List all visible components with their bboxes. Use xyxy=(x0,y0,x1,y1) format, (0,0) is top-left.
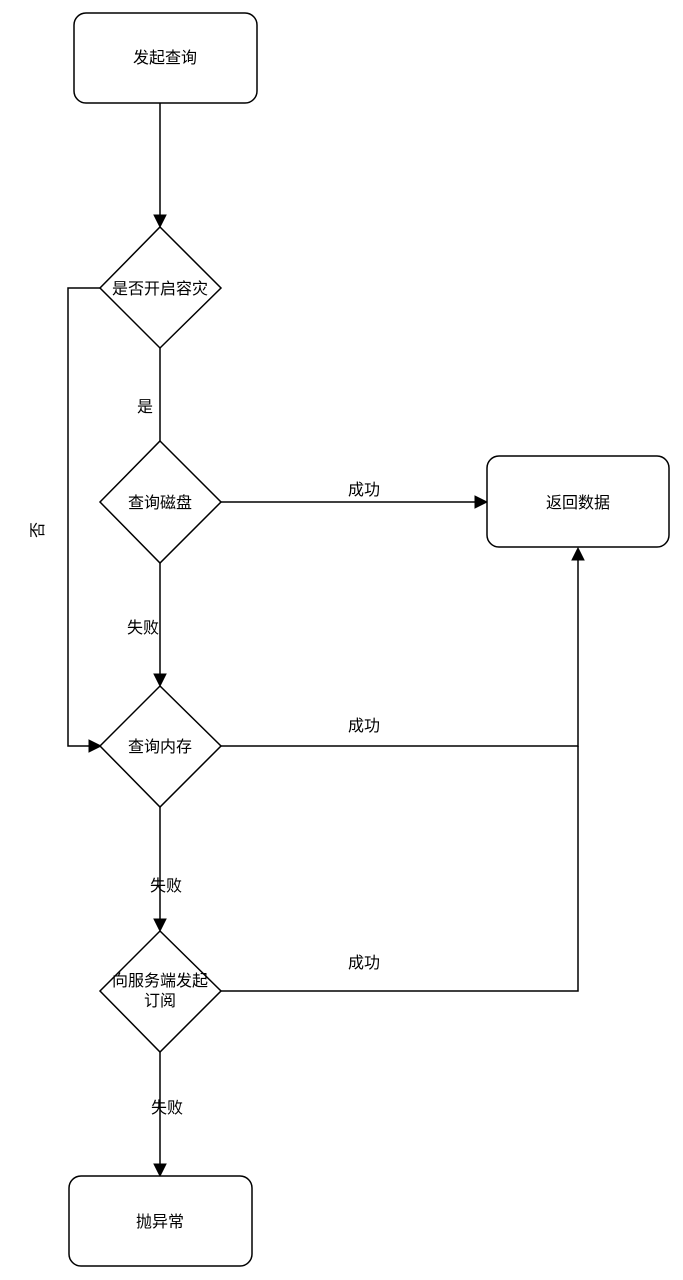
edge-label-sub-success: 成功 xyxy=(348,953,380,972)
arrowhead xyxy=(153,673,167,688)
arrowhead xyxy=(153,918,167,933)
edge-label-no: 否 xyxy=(28,522,47,538)
node-disk-query xyxy=(98,439,223,565)
node-mem-query xyxy=(98,684,223,809)
node-return-data-label: 返回数据 xyxy=(546,493,610,512)
edge-mem-success xyxy=(221,557,579,747)
node-throw xyxy=(68,1175,253,1267)
arrowhead xyxy=(88,739,103,753)
arrowhead xyxy=(153,214,167,229)
edge-label-yes: 是 xyxy=(137,397,153,416)
edge-label-disk-success: 成功 xyxy=(348,480,380,499)
edge-label-mem-fail: 失败 xyxy=(150,876,182,895)
edge-label-disk-fail: 失败 xyxy=(127,618,159,637)
node-disk-query-label: 查询磁盘 xyxy=(128,493,192,512)
node-server-sub xyxy=(98,929,223,1054)
edge-label-sub-fail: 失败 xyxy=(151,1098,183,1117)
node-server-sub-label-line2: 订阅 xyxy=(144,991,176,1010)
node-dr-check xyxy=(98,225,223,350)
edge-label-mem-success: 成功 xyxy=(348,716,380,735)
edge-dr-no xyxy=(67,287,100,747)
node-start-label: 发起查询 xyxy=(133,48,197,67)
arrowhead xyxy=(474,495,489,509)
node-return-data xyxy=(486,455,670,548)
arrowhead xyxy=(153,1163,167,1178)
node-server-sub-label-line1: 向服务端发起 xyxy=(112,971,208,990)
node-start xyxy=(73,12,258,104)
node-throw-label: 抛异常 xyxy=(136,1212,184,1231)
node-mem-query-label: 查询内存 xyxy=(128,737,192,756)
edge-sub-success xyxy=(221,746,579,992)
node-dr-check-label: 是否开启容灾 xyxy=(112,279,208,298)
arrowhead xyxy=(571,546,585,561)
